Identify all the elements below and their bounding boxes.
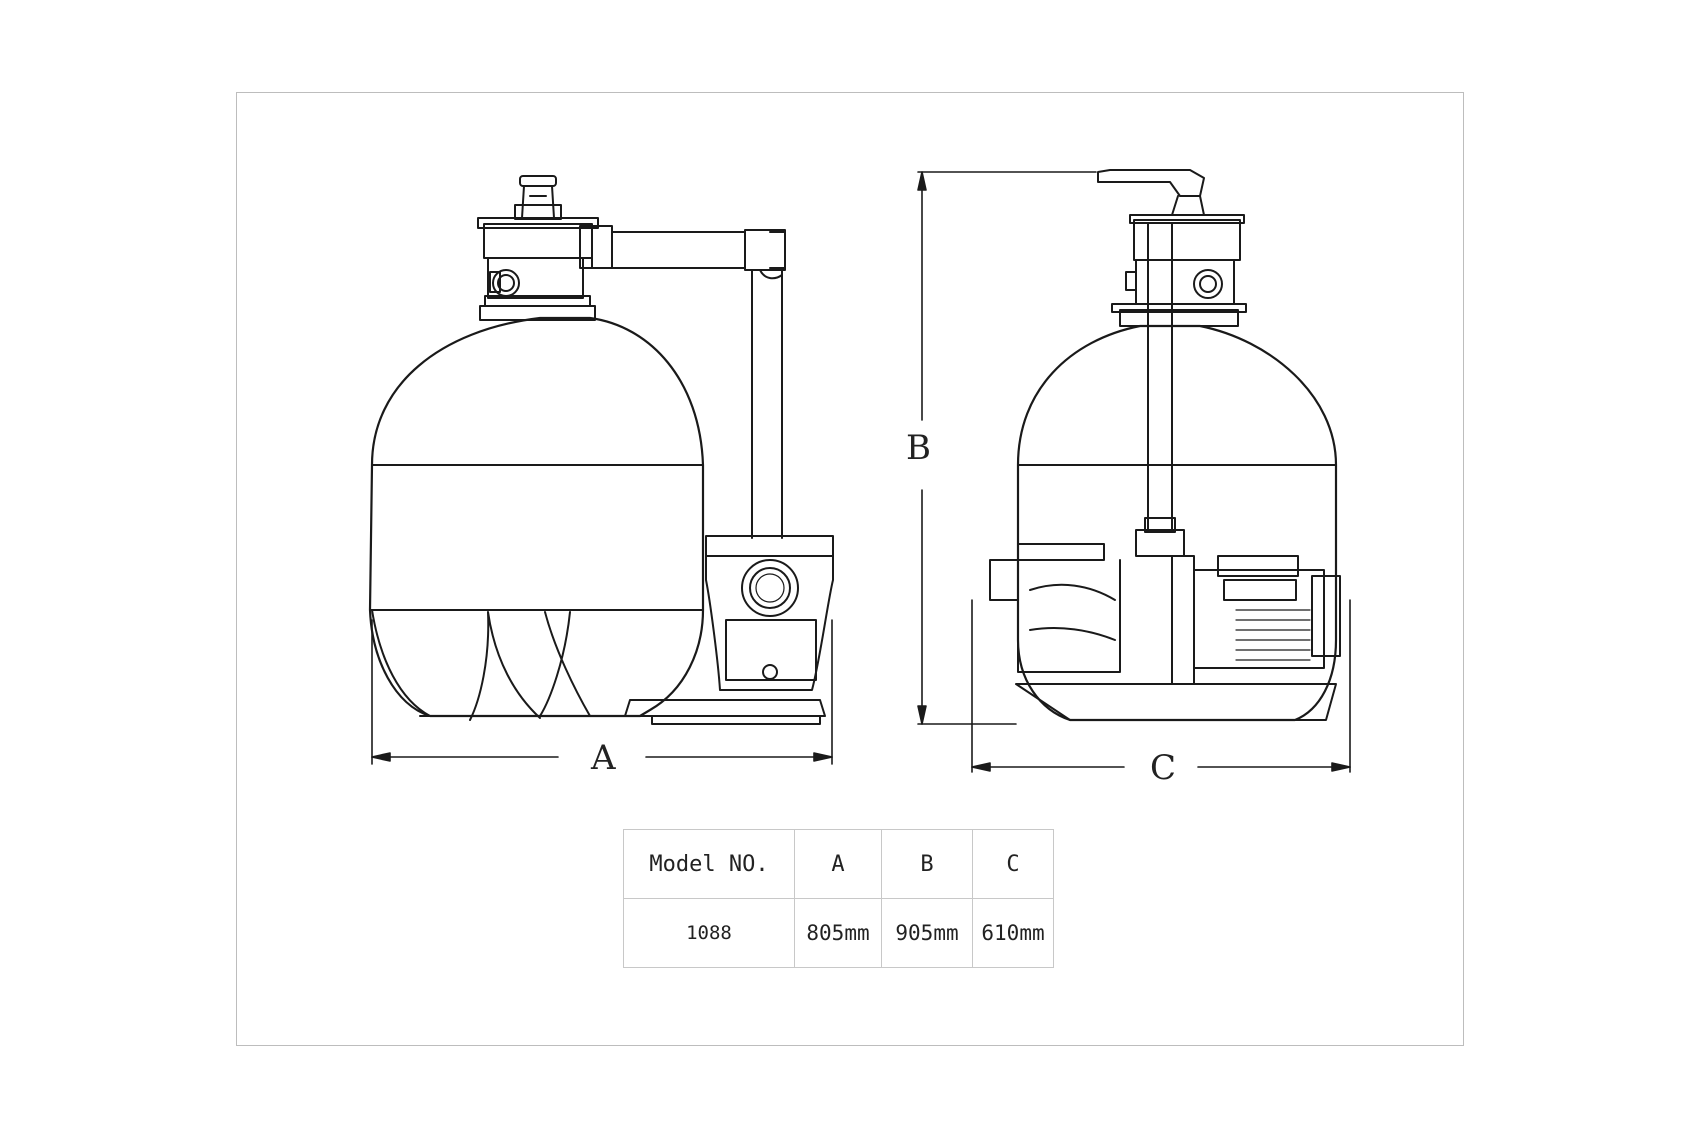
cell-b: 905mm [881,898,973,968]
front-view [368,175,834,725]
side-view [989,169,1341,722]
dimension-a [371,619,833,765]
dimension-b [917,171,1097,725]
header-c: C [972,829,1054,899]
side-tank-body [1016,324,1338,722]
header-a: A [794,829,882,899]
dimension-c [971,599,1351,773]
dimension-b-label: B [906,428,931,468]
spec-table: Model NO. A B C 1088 805mm 905mm 610mm [623,829,1054,968]
cell-a: 805mm [794,898,882,968]
table-header-row: Model NO. A B C [623,829,1054,899]
cell-c: 610mm [972,898,1054,968]
dimension-c-label: C [1150,748,1177,788]
header-model-no: Model NO. [623,829,795,899]
front-tank-body [368,316,705,718]
drawing-frame [236,92,1464,1046]
table-row: 1088 805mm 905mm 610mm [623,898,1054,968]
header-b: B [881,829,973,899]
cell-model-no: 1088 [623,898,795,968]
dimension-a-label: A [591,738,616,778]
